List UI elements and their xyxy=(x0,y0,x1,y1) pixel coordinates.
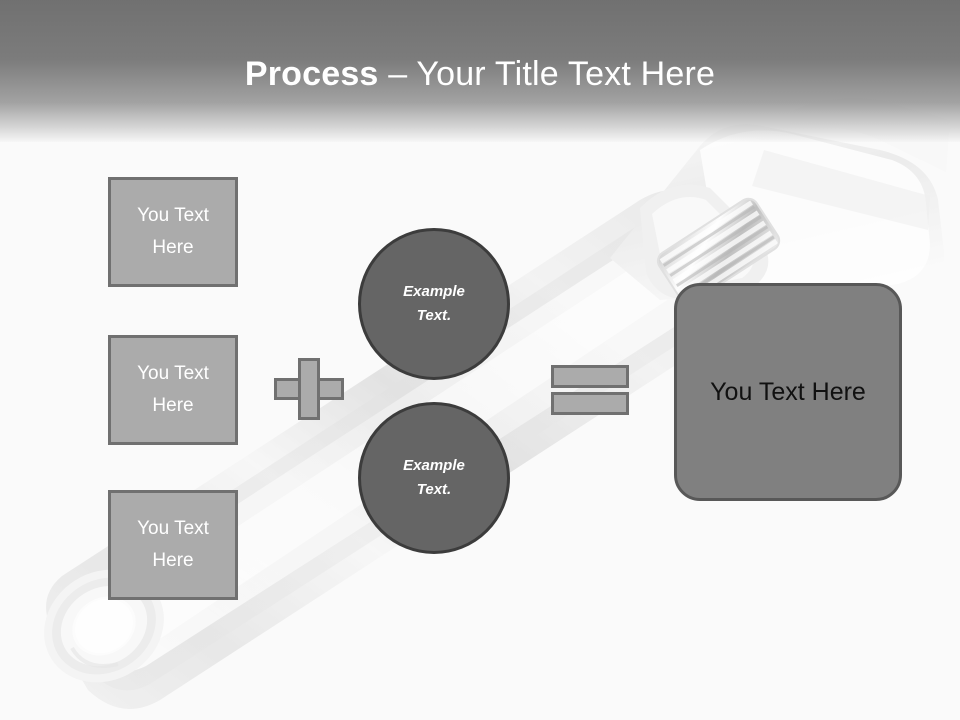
input-box-1[interactable]: You Text Here xyxy=(108,177,238,287)
input-box-1-line2: Here xyxy=(152,237,194,258)
result-box-label: You Text Here xyxy=(710,378,866,406)
page-title-rest: – Your Title Text Here xyxy=(378,55,716,93)
input-box-3[interactable]: You Text Here xyxy=(108,490,238,600)
example-circle-2-label: Example Text. xyxy=(361,454,507,502)
plus-center-fill xyxy=(301,381,317,397)
input-box-2-line1: You Text xyxy=(137,363,209,384)
input-box-3-label: You Text Here xyxy=(111,513,235,577)
example-circle-1[interactable]: Example Text. xyxy=(358,228,510,380)
input-box-2-line2: Here xyxy=(152,395,194,416)
plus-operator-icon xyxy=(274,358,344,420)
example-circle-1-line1: Example xyxy=(403,283,465,300)
input-box-1-label: You Text Here xyxy=(111,200,235,264)
input-box-1-line1: You Text xyxy=(137,205,209,226)
input-box-2[interactable]: You Text Here xyxy=(108,335,238,445)
example-circle-2-line2: Text. xyxy=(416,481,452,498)
page-title: Process – Your Title Text Here xyxy=(0,52,960,96)
example-circle-1-label: Example Text. xyxy=(361,280,507,328)
example-circle-2-line1: Example xyxy=(403,457,465,474)
equals-bottom-bar xyxy=(551,392,629,415)
example-circle-2[interactable]: Example Text. xyxy=(358,402,510,554)
input-box-3-line2: Here xyxy=(152,550,194,571)
page-title-emphasis: Process xyxy=(244,55,379,93)
input-box-3-line1: You Text xyxy=(137,518,209,539)
result-box[interactable]: You Text Here xyxy=(674,283,902,501)
slide-title-bar: Process – Your Title Text Here xyxy=(0,0,960,142)
input-box-2-label: You Text Here xyxy=(111,358,235,422)
example-circle-1-line2: Text. xyxy=(416,307,452,324)
equals-top-bar xyxy=(551,365,629,388)
equals-operator-icon xyxy=(551,365,629,415)
